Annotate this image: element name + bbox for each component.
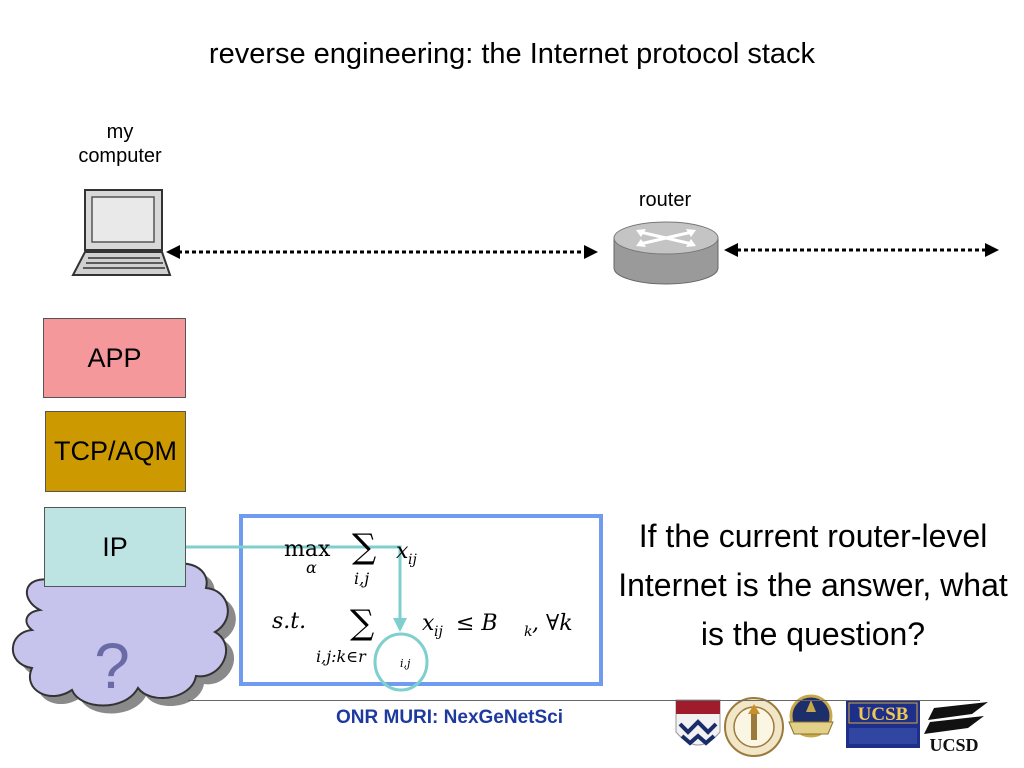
optimization-formula: max α ∑ i,j x ij s.t. ∑ i,j:k∈r i,j x ij… <box>272 527 573 670</box>
constraint-sum-index-sub: i,j <box>400 657 411 670</box>
link-arrow-computer-router <box>166 245 598 259</box>
constraint-forall: , ∀k <box>532 611 573 636</box>
constraint-rhs: ≤ B <box>456 611 498 636</box>
constraint-rhs-sub: k <box>524 624 532 640</box>
my-computer-label-line2: computer <box>78 145 162 167</box>
router-label: router <box>638 189 692 211</box>
optimization-box <box>239 514 603 686</box>
ucsb-logo: UCSB <box>846 700 920 748</box>
slide-title: reverse engineering: the Internet protoc… <box>208 38 816 70</box>
constraint-x: x <box>422 611 435 636</box>
routing-highlight-ellipse <box>373 632 429 692</box>
nps-logo <box>788 694 834 738</box>
ip-mapping-arrow <box>186 545 407 632</box>
footer-text: ONR MURI: NexGeNetSci <box>336 707 563 728</box>
layer-tcp-aqm-box: TCP/AQM <box>45 411 186 492</box>
layer-app-box: APP <box>43 318 186 398</box>
ucsd-logo: UCSD <box>924 702 988 755</box>
link-arrow-router-network <box>724 243 999 257</box>
cloud-icon: ? <box>11 553 236 714</box>
objective-sum-index: i,j <box>354 569 369 588</box>
constraint-sum: ∑ <box>350 603 374 643</box>
my-computer-label: my computer <box>55 120 185 168</box>
question-text: If the current router-level Internet is … <box>618 518 1008 652</box>
my-computer-label-line1: my <box>106 121 134 143</box>
svg-text:UCSB: UCSB <box>858 704 909 725</box>
constraint-x-sub: ij <box>434 624 443 640</box>
laptop-icon <box>71 189 172 276</box>
constraint-sum-index: i,j:k∈r <box>316 647 367 666</box>
caltech-seal <box>724 697 784 757</box>
alpha-subscript: α <box>306 558 317 577</box>
penn-logo <box>675 699 721 746</box>
subject-to-label: s.t. <box>272 609 306 634</box>
svg-text:UCSD: UCSD <box>929 735 978 755</box>
max-operator: max <box>284 537 331 562</box>
objective-x: x <box>396 539 409 564</box>
question-mark: ? <box>94 630 130 702</box>
footer-divider <box>188 700 980 701</box>
layer-ip-box: IP <box>44 507 186 587</box>
objective-sum: ∑ <box>352 527 376 567</box>
objective-x-sub: ij <box>408 552 417 568</box>
router-icon <box>613 221 719 285</box>
